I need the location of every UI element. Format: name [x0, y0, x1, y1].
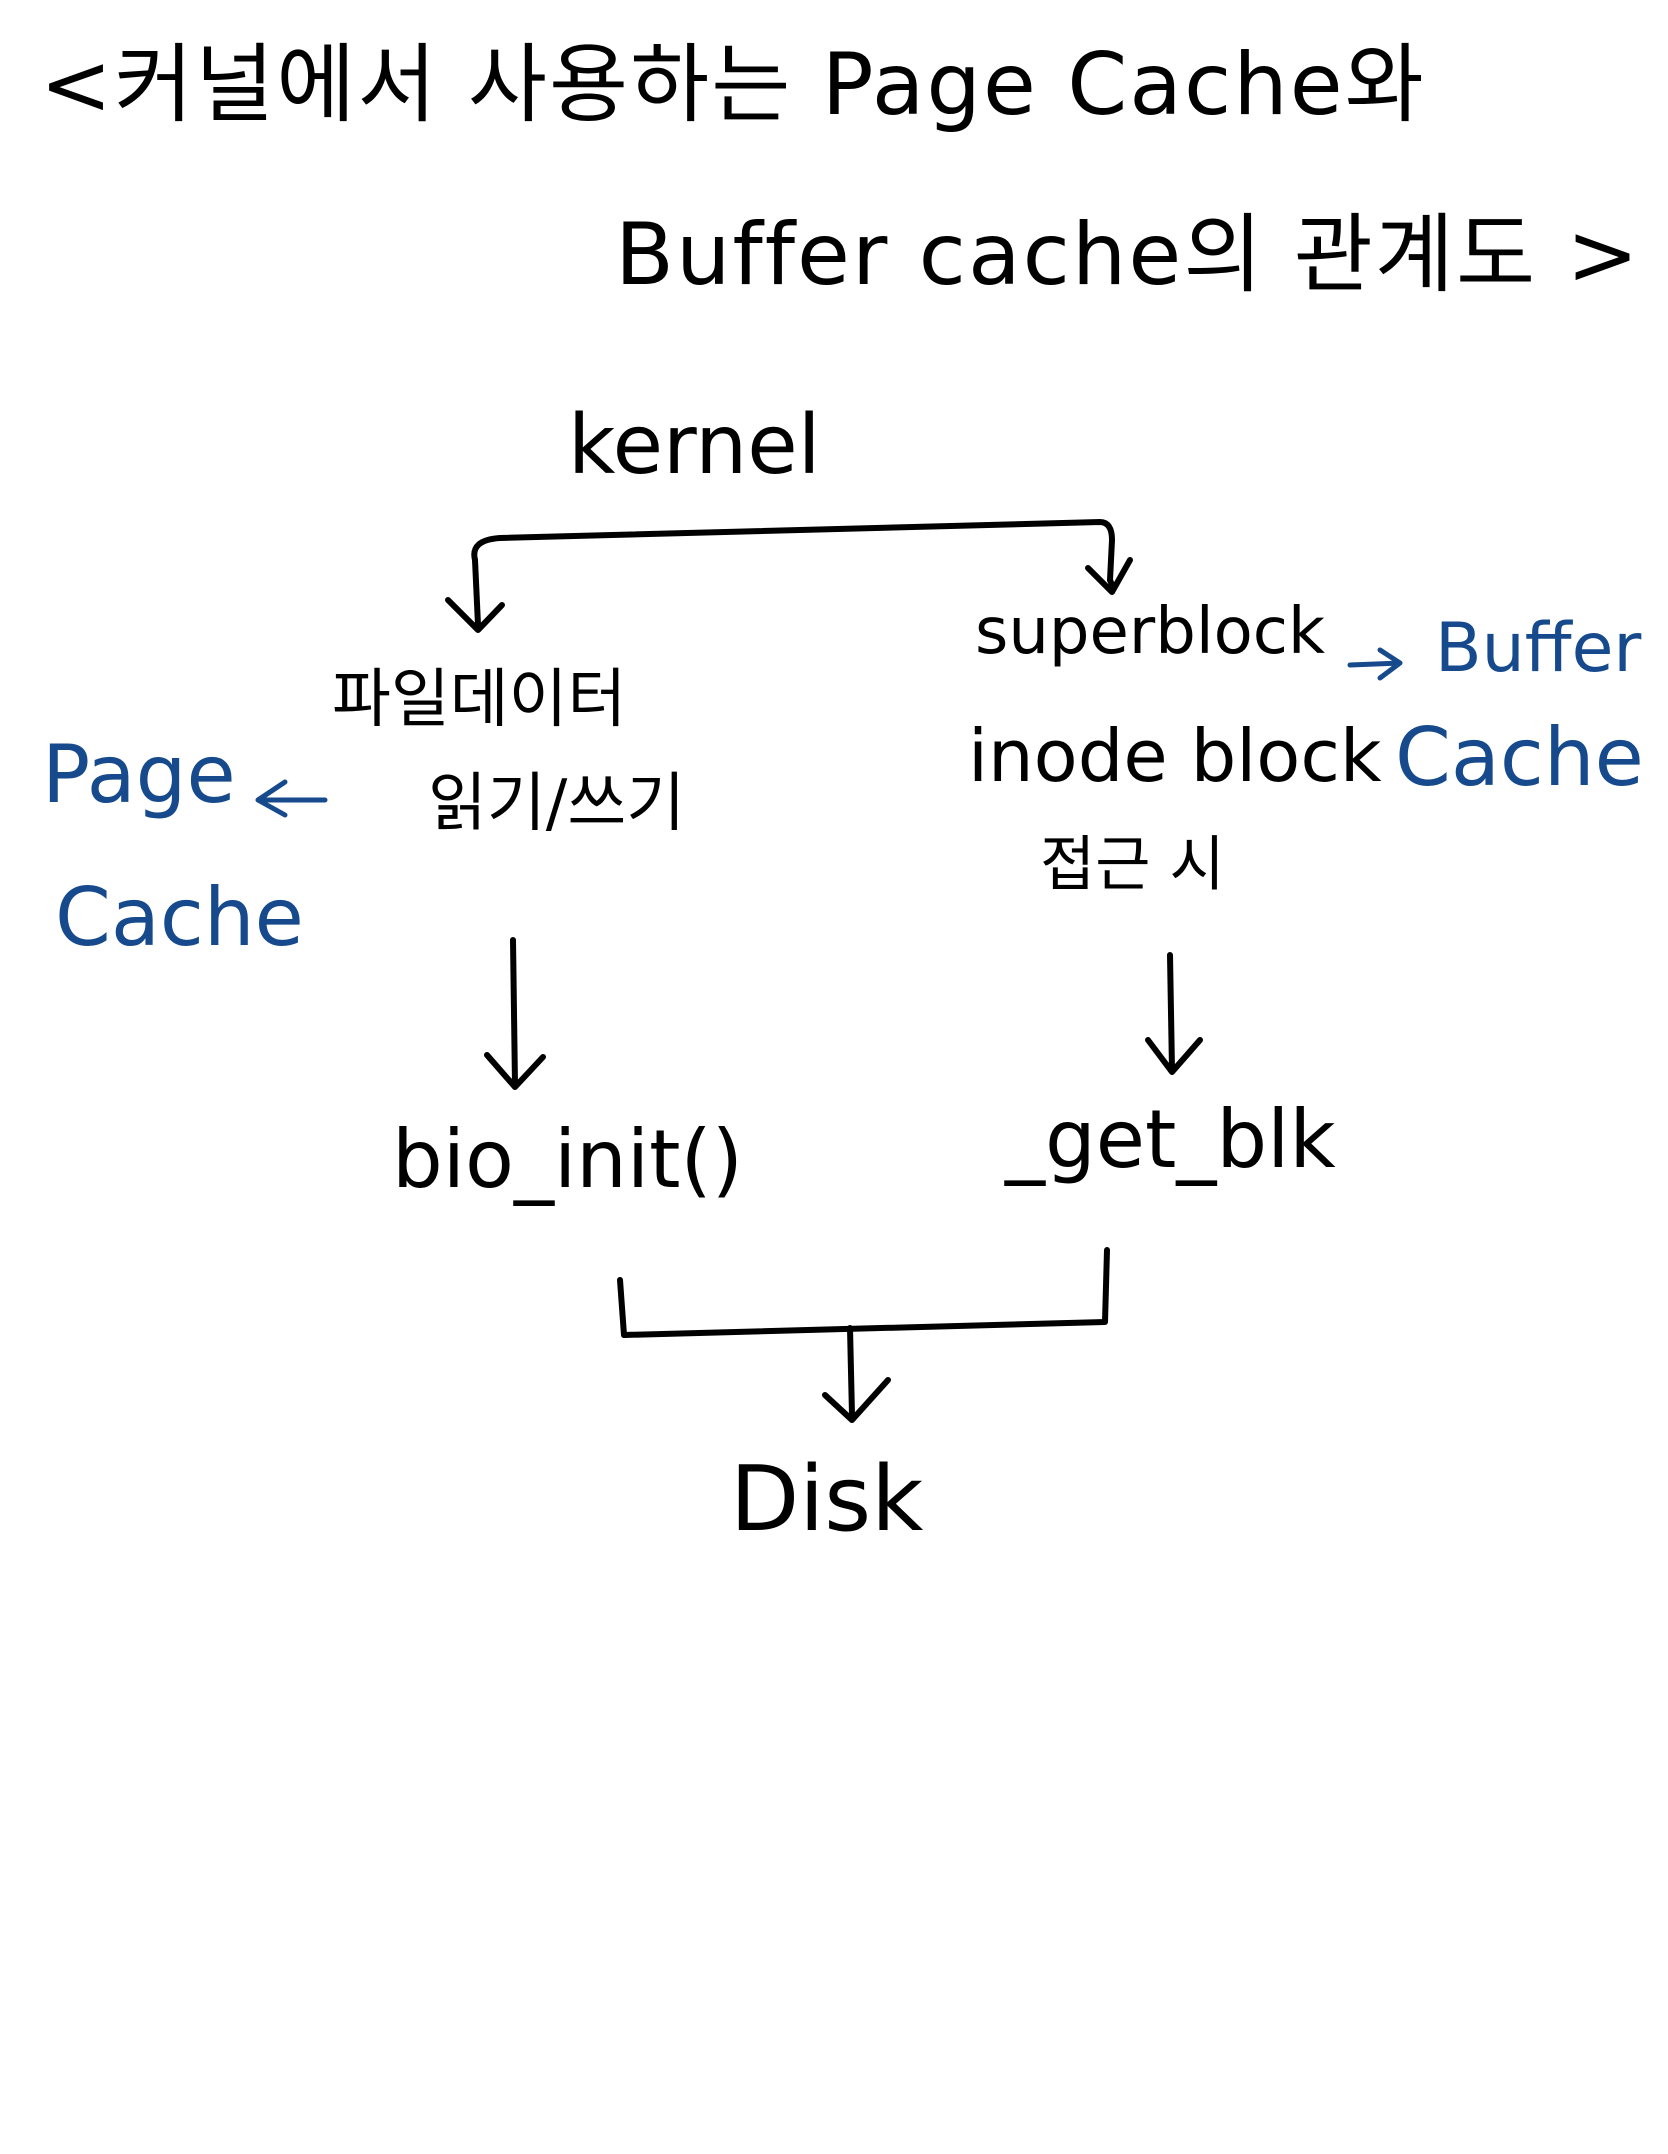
node-bio-init: bio_init() [392, 1113, 743, 1206]
arrow-merge-to-disk [822, 1325, 891, 1423]
node-get-blk: _get_blk [1005, 1093, 1336, 1186]
node-kernel: kernel [568, 398, 821, 493]
node-superblock-line-1: superblock [975, 595, 1326, 669]
title-line-1: <커널에서 사용하는 Page Cache와 [40, 35, 1426, 135]
annotation-buffer-cache-line-1: Buffer [1435, 609, 1642, 688]
node-file-io-line-1: 파일데이터 [332, 663, 627, 737]
kernel-split-connector [471, 519, 1115, 583]
annotation-page-cache-line-2: Cache [55, 871, 304, 964]
arrow-to-buffer-cache [1347, 647, 1403, 681]
merge-bracket [617, 1247, 1110, 1338]
node-disk: Disk [730, 1447, 924, 1552]
annotation-buffer-cache-line-2: Cache [1395, 711, 1644, 804]
arrow-superblock-to-get-blk [1145, 952, 1203, 1075]
annotation-page-cache-line-1: Page [42, 728, 236, 821]
arrow-kernel-to-superblock [1085, 557, 1133, 595]
title-line-2: Buffer cache의 관계도 > [615, 205, 1641, 305]
node-superblock-line-3: 접근 시 [1040, 830, 1225, 900]
arrow-file-io-to-bio-init [484, 937, 546, 1090]
arrow-to-page-cache [255, 779, 328, 818]
node-file-io-line-2: 읽기/쓰기 [428, 767, 686, 841]
node-superblock-line-2: inode block [968, 714, 1382, 798]
arrow-kernel-to-file-io [445, 557, 505, 633]
